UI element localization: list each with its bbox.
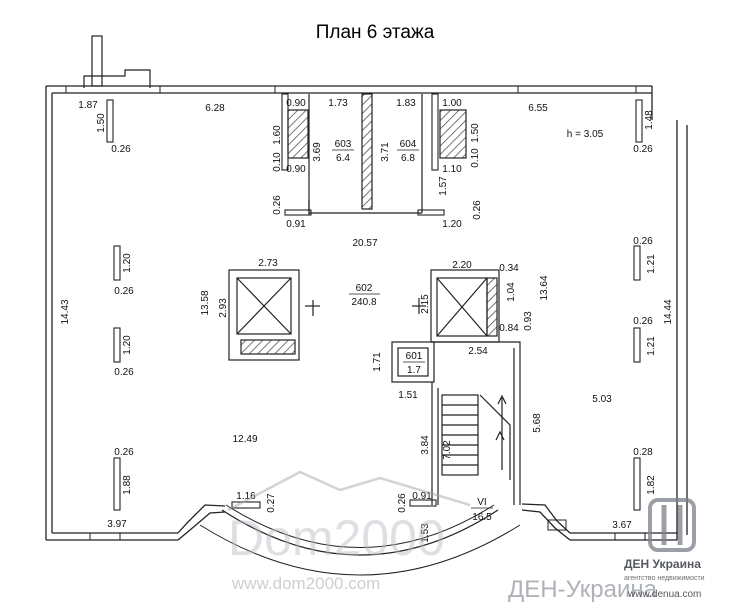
dim-label: 0.27	[266, 493, 277, 513]
dim-label: 1.50	[470, 123, 481, 143]
dim-label: 1.87	[78, 100, 98, 111]
dim-label: 0.28	[633, 447, 653, 458]
room-labels: 603 6.4 604 6.8 602 240.8 601 1.7 VI 16.…	[332, 139, 493, 523]
dim-label: 1.50	[96, 113, 107, 133]
dim-label: 1.88	[122, 475, 133, 495]
dim-label: 14.44	[663, 299, 674, 324]
dim-label: 1.04	[506, 282, 517, 302]
dim-label: 1.60	[272, 125, 283, 145]
den-logo-icon	[648, 498, 696, 552]
dim-label: 1.20	[442, 219, 462, 230]
dim-label: 2.54	[468, 346, 488, 357]
dim-label: 1.10	[442, 164, 462, 175]
staircase-block	[391, 341, 521, 505]
dim-label: 0.26	[114, 367, 134, 378]
wc-block	[287, 93, 467, 215]
dim-label: 1.16	[236, 491, 256, 502]
dim-label: 0.26	[114, 447, 134, 458]
dim-label: 0.90	[286, 164, 306, 175]
dim-label: 3.69	[312, 142, 323, 162]
dim-label: 2.93	[218, 298, 229, 318]
dim-label: 0.10	[470, 148, 481, 168]
room-area: 6.8	[401, 153, 415, 164]
dim-label: 1.51	[398, 390, 418, 401]
dim-label: 1.48	[644, 110, 655, 130]
dim-label: 0.34	[499, 263, 519, 274]
dim-label: 14.43	[60, 299, 71, 324]
room-number: VI	[477, 497, 486, 508]
dim-label: 1.73	[328, 98, 348, 109]
ceiling-height: h = 3.05	[567, 129, 604, 140]
dim-label: 0.26	[397, 493, 408, 513]
outer-walls	[45, 35, 688, 576]
dim-label: 7.02	[442, 440, 453, 460]
door-markers	[231, 499, 437, 509]
dim-label: 0.91	[286, 219, 306, 230]
dim-label: 1.20	[122, 253, 133, 273]
dim-label: 3.67	[612, 520, 632, 531]
agency-name-large: ДЕН-Украина	[508, 576, 658, 603]
dim-label: 0.26	[633, 236, 653, 247]
agency-name: ДЕН Украина	[624, 557, 701, 571]
dim-label: 0.26	[472, 200, 483, 220]
dom2000-site: www.dom2000.com	[231, 574, 380, 593]
dim-label: 0.84	[499, 323, 519, 334]
dim-label: 0.26	[111, 144, 131, 155]
dim-label: 2.15	[420, 294, 431, 314]
room-area: 6.4	[336, 153, 350, 164]
room-area: 1.7	[407, 365, 421, 376]
dim-label: 1.20	[122, 335, 133, 355]
room-number: 601	[406, 351, 423, 362]
room-number: 603	[335, 139, 352, 150]
dim-label: 0.90	[286, 98, 306, 109]
dim-label: 2.73	[258, 258, 278, 269]
dim-label: 0.26	[272, 195, 283, 215]
dim-label: 3.71	[380, 142, 391, 162]
room-area: 240.8	[351, 297, 376, 308]
dim-label: 1.71	[372, 352, 383, 372]
dim-label: 5.03	[592, 394, 612, 405]
dim-label: 0.26	[633, 316, 653, 327]
dimension-labels: 1.87 6.28 0.90 1.73 1.83 1.00 6.55 h = 3…	[60, 98, 674, 543]
dim-label: 3.84	[420, 435, 431, 455]
dim-label: 1.83	[396, 98, 416, 109]
plan-title: План 6 этажа	[316, 22, 435, 43]
den-ukraina-watermark: ДЕН Украина агентство недвижимости ДЕН-У…	[508, 498, 705, 603]
agency-tagline: агентство недвижимости	[624, 575, 705, 582]
dim-label: 0.10	[272, 152, 283, 172]
dim-label: 1.53	[420, 523, 431, 543]
room-area: 16.5	[472, 512, 492, 523]
dom2000-logo: Dom2000	[228, 510, 445, 566]
dim-label: 1.57	[438, 176, 449, 196]
dim-label: 6.55	[528, 103, 548, 114]
wall-columns	[106, 93, 643, 511]
dim-label: 1.21	[646, 336, 657, 356]
elevator-left	[228, 269, 320, 361]
dim-label: 1.21	[646, 254, 657, 274]
dim-label: 20.57	[352, 238, 377, 249]
dim-label: 0.91	[412, 491, 432, 502]
dim-label: 12.49	[232, 434, 257, 445]
dom2000-watermark: Dom2000 www.dom2000.com	[227, 470, 471, 593]
dim-label: 0.93	[523, 311, 534, 331]
dim-label: 0.26	[114, 286, 134, 297]
dim-label: 13.64	[539, 275, 550, 300]
dim-label: 13.58	[200, 290, 211, 315]
dim-label: 5.68	[532, 413, 543, 433]
dim-label: 0.26	[633, 144, 653, 155]
dim-label: 3.97	[107, 519, 127, 530]
dim-label: 2.20	[452, 260, 472, 271]
room-number: 602	[356, 283, 373, 294]
dim-label: 1.00	[442, 98, 462, 109]
room-number: 604	[400, 139, 417, 150]
dim-label: 1.82	[646, 475, 657, 495]
agency-site: www.denua.com	[627, 589, 701, 600]
dim-label: 6.28	[205, 103, 225, 114]
